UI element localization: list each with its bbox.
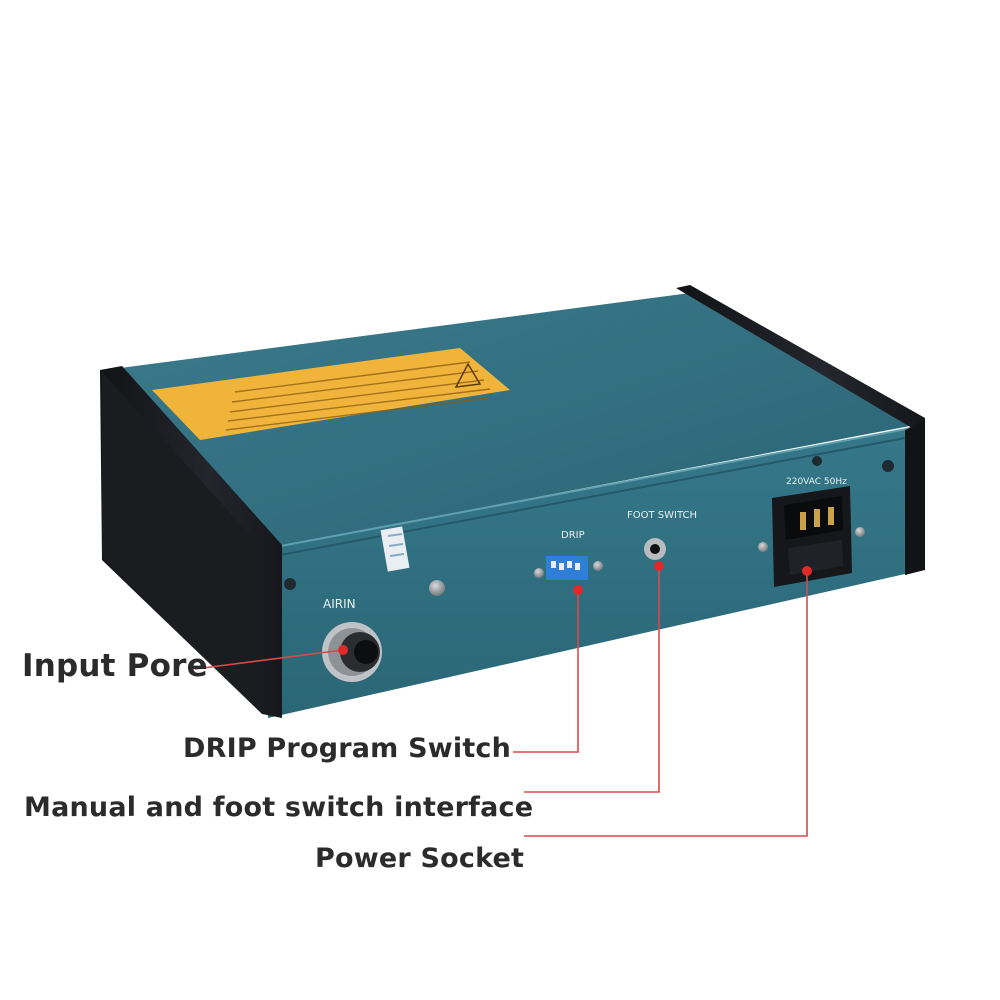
audio-jack-icon[interactable]: [644, 538, 666, 560]
caution-label: [152, 348, 510, 440]
serial-sticker: [380, 526, 410, 572]
leader-input-pore: [194, 649, 344, 670]
leader-drip-switch: [513, 590, 579, 753]
case-top-surface: [120, 293, 915, 548]
foot-switch-label: FOOT SWITCH: [627, 510, 697, 521]
power-socket-callout: Power Socket: [315, 843, 525, 874]
iec-power-inlet-icon[interactable]: [758, 486, 865, 587]
leader-foot-switch: [524, 566, 660, 793]
callout-leaders: [194, 566, 808, 837]
manual-foot-switch-callout: Manual and foot switch interface: [24, 792, 534, 823]
push-fit-air-connector-icon[interactable]: [322, 622, 382, 682]
power-rating-label: 220VAC 50Hz: [786, 477, 847, 487]
callout-dots: [338, 561, 812, 655]
drip-label: DRIP: [561, 530, 585, 541]
airin-label: AIRIN: [323, 597, 356, 611]
dip-switch-icon[interactable]: [534, 556, 603, 580]
leader-power-socket: [524, 571, 808, 837]
panel-screws: [284, 456, 894, 596]
case-front-panel: [268, 428, 912, 718]
input-pore-callout: Input Pore: [22, 648, 208, 684]
dispenser-case: [120, 293, 915, 718]
drip-program-switch-callout: DRIP Program Switch: [183, 733, 512, 764]
